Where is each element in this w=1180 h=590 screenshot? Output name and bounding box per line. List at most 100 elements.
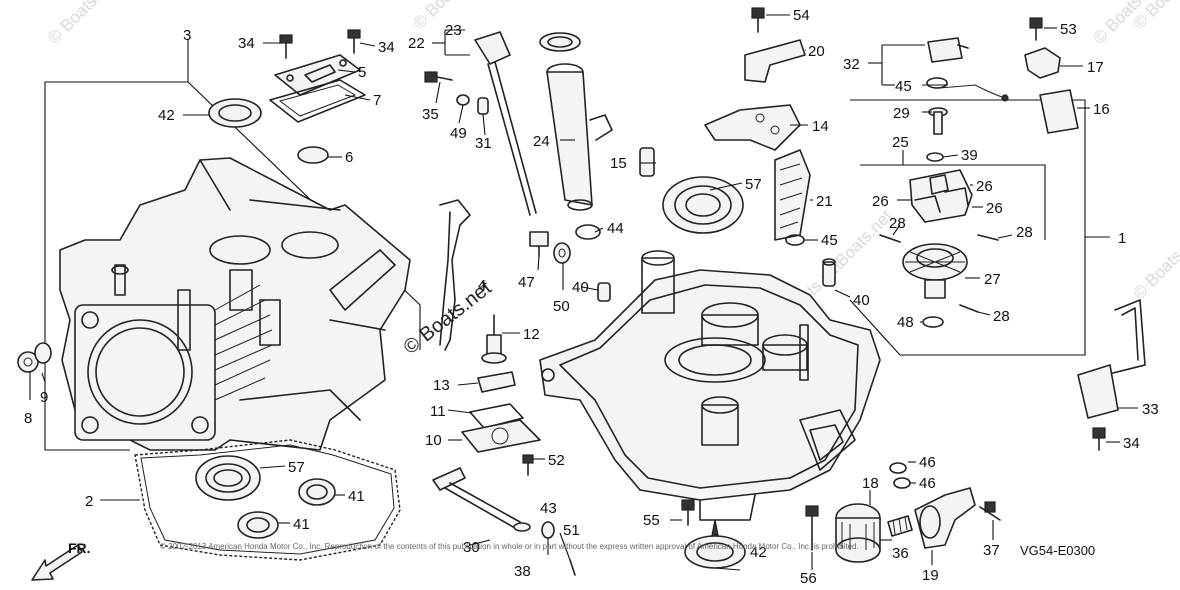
callout-44: 44 [607, 220, 624, 237]
watermark: © Boats.net [1129, 226, 1180, 303]
breather-tube-4 [439, 199, 471, 351]
callout-51: 51 [563, 522, 580, 539]
callout-54: 54 [793, 7, 810, 24]
nipple-36 [887, 515, 913, 537]
bracket-20 [744, 39, 806, 83]
callout-12: 12 [523, 326, 540, 343]
callout-14: 14 [812, 118, 829, 135]
callout-17: 17 [1087, 59, 1104, 76]
callout-28b: 28 [1016, 224, 1033, 241]
governor-weights-26 [909, 169, 973, 223]
callout-27: 27 [984, 271, 1001, 288]
bolt-34-left [279, 34, 293, 59]
callout-13: 13 [433, 377, 450, 394]
leader-lines [29, 14, 1138, 571]
callout-33: 33 [1142, 401, 1159, 418]
bearing-57-left [195, 455, 261, 501]
callout-45b: 45 [821, 232, 838, 249]
callout-8: 8 [24, 410, 32, 427]
collar-40-right [822, 258, 836, 287]
callout-26a: 26 [976, 178, 993, 195]
drawing-code: VG54-E0300 [1020, 543, 1095, 558]
callout-21: 21 [816, 193, 833, 210]
oil-filter-bracket-33 [1077, 299, 1146, 419]
front-direction-arrow-icon: FR. [31, 540, 91, 581]
plug-47 [529, 231, 549, 257]
o-ring-46 [889, 462, 911, 489]
callout-34a: 34 [238, 35, 255, 52]
pin-29 [928, 107, 948, 135]
callout-26b: 26 [872, 193, 889, 210]
oil-filter-18 [835, 503, 881, 563]
callout-9: 9 [40, 389, 48, 406]
callout-41b: 41 [293, 516, 310, 533]
callout-35: 35 [422, 106, 439, 123]
breather-plate-5 [274, 54, 361, 96]
callout-26c: 26 [986, 200, 1003, 217]
callout-19: 19 [922, 567, 939, 584]
dowel-40-left [597, 282, 611, 302]
callout-38: 38 [514, 563, 531, 580]
oil-seal-42-top [208, 98, 262, 128]
bolt-52 [522, 454, 534, 476]
bolt-53 [1029, 17, 1043, 41]
callout-57a: 57 [288, 459, 305, 476]
callout-6: 6 [345, 149, 353, 166]
callout-32: 32 [843, 56, 860, 73]
callout-47: 47 [518, 274, 535, 291]
clip-17 [1024, 47, 1061, 79]
callout-57b: 57 [745, 176, 762, 193]
crankcase-gasket [134, 439, 401, 561]
callout-20: 20 [808, 43, 825, 60]
plug-6 [297, 146, 329, 164]
callout-22: 22 [408, 35, 425, 52]
watermark: © Boats.net [44, 0, 121, 48]
callout-24: 24 [533, 133, 550, 150]
callout-25: 25 [892, 134, 909, 151]
oil-level-sensor-12 [481, 314, 507, 364]
callout-10: 10 [425, 432, 442, 449]
crankcase-cover [539, 250, 881, 521]
callout-5: 5 [358, 64, 366, 81]
callout-30: 30 [463, 539, 480, 556]
callout-28c: 28 [993, 308, 1010, 325]
pin-28 [879, 234, 999, 313]
bolt-34-center [347, 29, 361, 54]
callout-55: 55 [643, 512, 660, 529]
callout-11: 11 [430, 403, 446, 420]
filter-housing-19 [914, 487, 976, 549]
bolt-37 [979, 501, 1001, 521]
o-ring-44 [575, 224, 601, 240]
copyright-notice: © 2002-2013 American Honda Motor Co., In… [160, 542, 859, 551]
callout-4: 4 [478, 277, 486, 294]
callout-49: 49 [450, 125, 467, 142]
plug-8-9 [17, 342, 52, 373]
washer-39 [926, 152, 944, 162]
callout-52: 52 [548, 452, 565, 469]
o-ring-22 [539, 32, 581, 52]
washer-49 [456, 94, 470, 106]
callout-3: 3 [183, 27, 191, 44]
breather-21 [774, 149, 811, 241]
washer-43 [541, 521, 555, 539]
dipstick-23 [474, 31, 537, 216]
cylinder-block [59, 157, 411, 451]
pin-51 [569, 559, 576, 576]
callout-28a: 28 [889, 215, 906, 232]
callout-53: 53 [1060, 21, 1077, 38]
callout-46a: 46 [919, 454, 936, 471]
callout-48: 48 [897, 314, 914, 331]
callout-43: 43 [540, 500, 557, 517]
cover-16 [1039, 89, 1079, 134]
washer-45-upper [926, 77, 948, 89]
callout-15: 15 [610, 155, 627, 172]
callout-39: 39 [961, 147, 978, 164]
bolt-55 [681, 499, 695, 526]
breather-gasket-7 [269, 79, 366, 123]
bolt-56 [805, 505, 819, 551]
governor-shaft-30 [432, 467, 531, 532]
plate-10 [461, 419, 541, 453]
bearing-41-bottom [237, 511, 279, 539]
callout-40a: 40 [572, 279, 589, 296]
